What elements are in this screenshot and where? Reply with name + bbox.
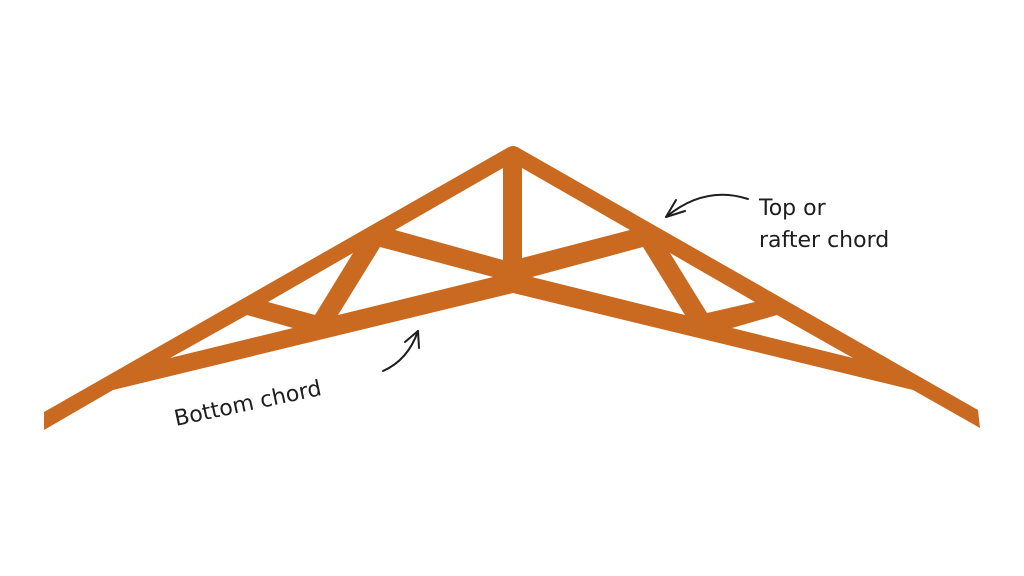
top-chord-label-line1: Top or bbox=[758, 196, 827, 221]
opening-left-4 bbox=[395, 168, 503, 260]
top-chord-label-line2: rafter chord bbox=[759, 228, 889, 253]
truss-openings bbox=[170, 168, 853, 358]
opening-right-4 bbox=[522, 168, 630, 258]
opening-right-3 bbox=[532, 247, 685, 315]
opening-left-2 bbox=[268, 253, 353, 315]
top-chord-arrow bbox=[665, 193, 749, 218]
bottom-chord-label: Bottom chord bbox=[172, 376, 324, 432]
opening-left-3 bbox=[338, 247, 493, 315]
opening-right-1 bbox=[732, 315, 853, 358]
roof-truss bbox=[44, 146, 980, 430]
opening-left-1 bbox=[170, 315, 293, 358]
truss-outline bbox=[44, 146, 980, 430]
bottom-chord-arrow bbox=[382, 330, 420, 372]
opening-right-2 bbox=[670, 253, 755, 313]
